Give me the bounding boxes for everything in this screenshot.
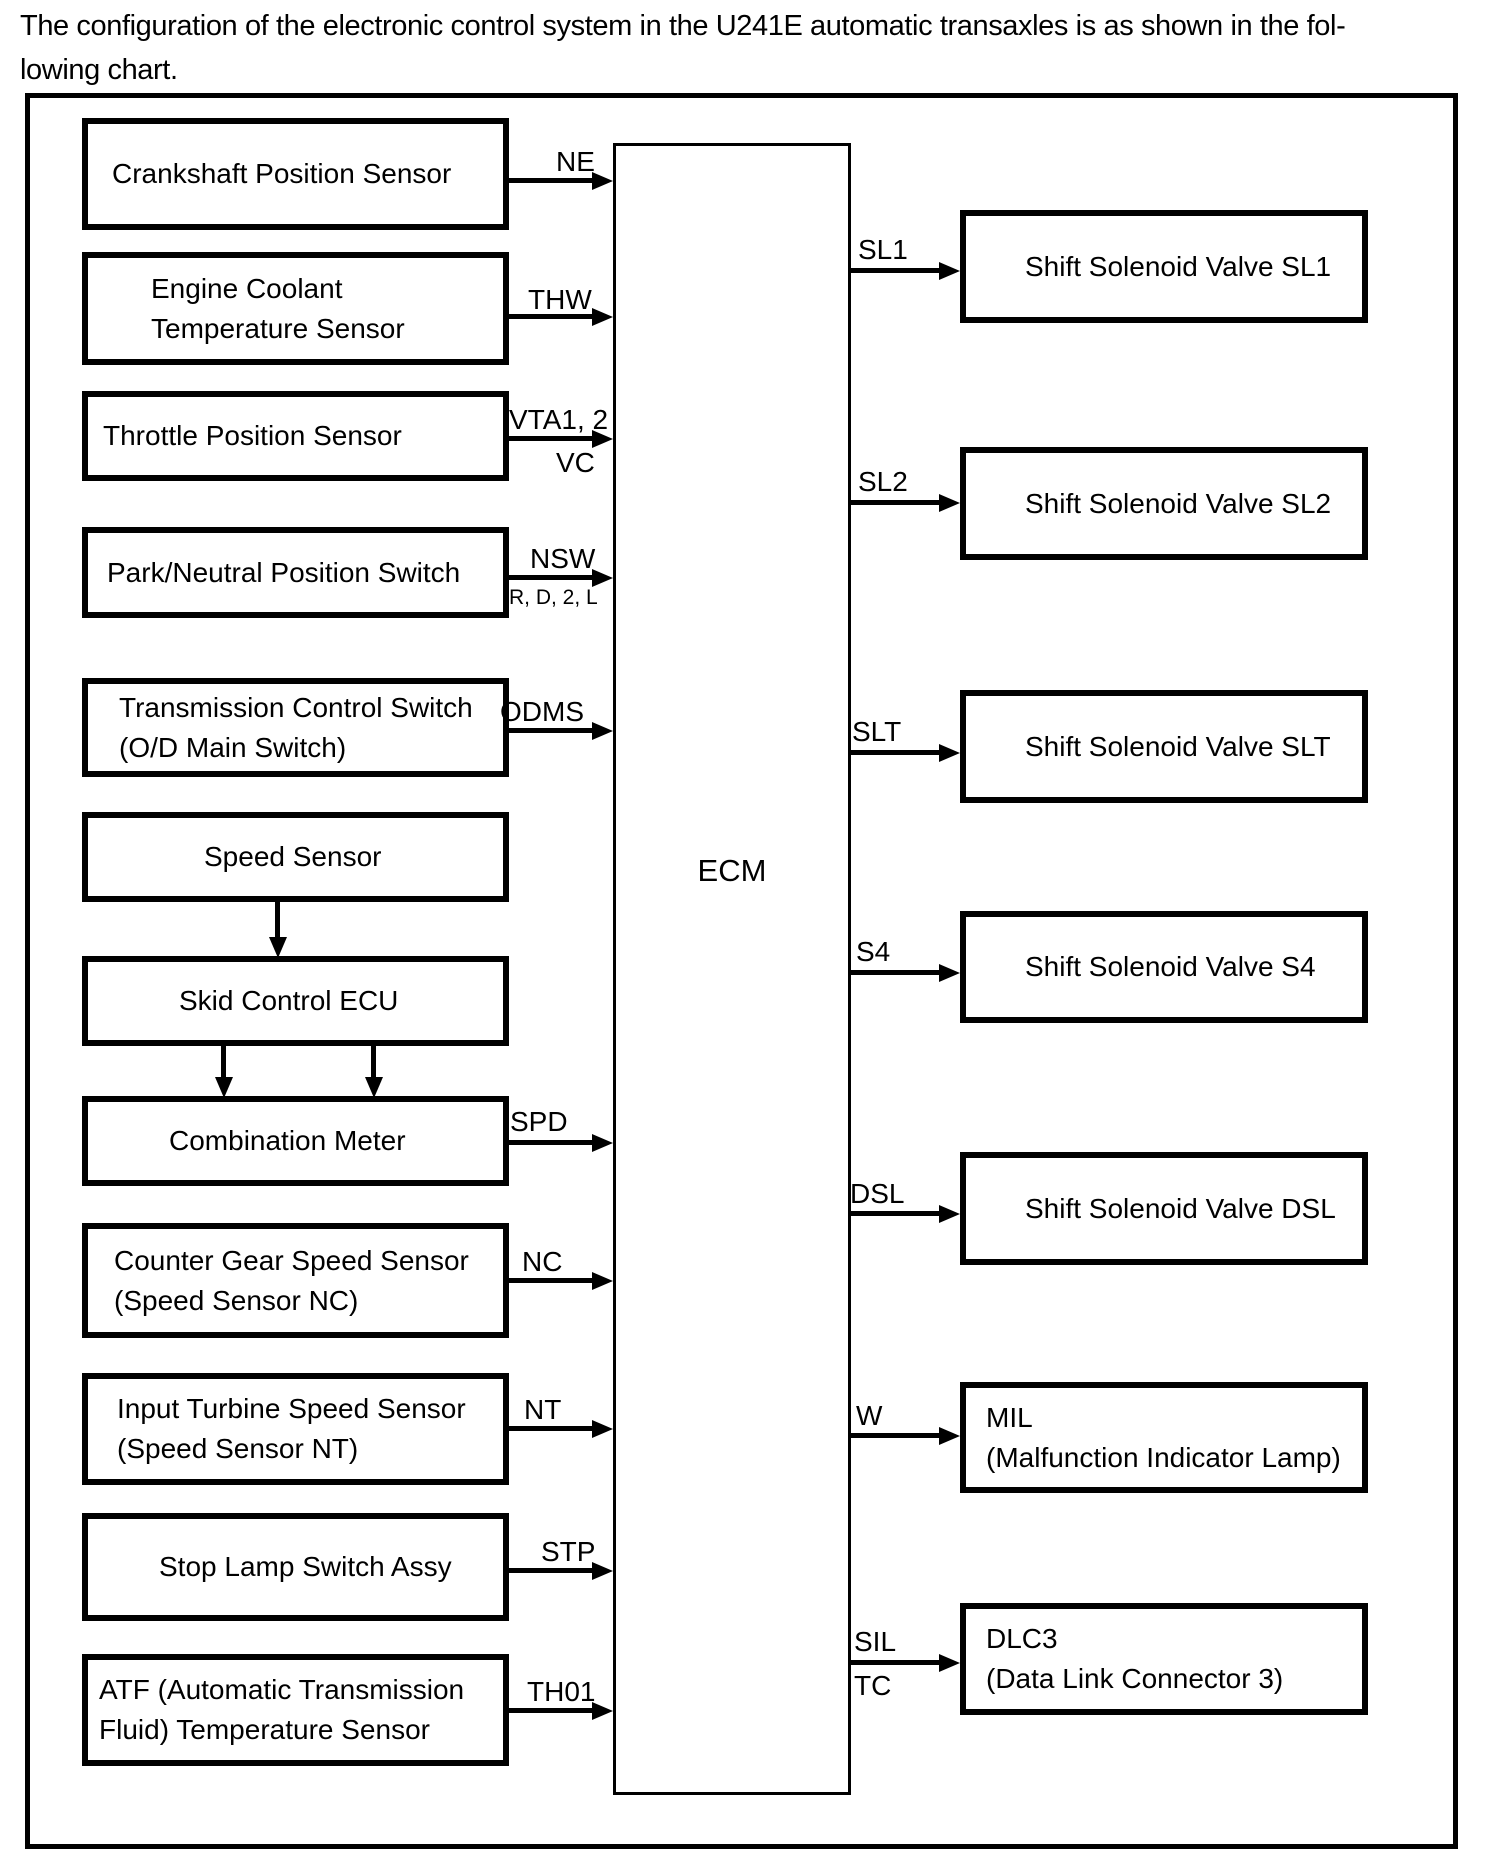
arrow-nt: [509, 1426, 592, 1431]
arrow-ne: [509, 178, 592, 183]
signal-label-slt: SLT: [852, 716, 902, 747]
page-description: The configuration of the electronic cont…: [20, 10, 1346, 86]
signal-label-sl2: SL2: [858, 466, 908, 497]
arrow-odms: [509, 728, 592, 733]
arrow-stp: [509, 1568, 592, 1573]
arrow-speed-sensor-to-skid-control-ecu: [275, 902, 280, 937]
box-label: Park/Neutral Position Switch: [107, 556, 461, 588]
box-combination-meter: Combination Meter: [82, 1096, 509, 1186]
arrow-th01: [509, 1708, 592, 1713]
signal-label-stp: STP: [541, 1536, 596, 1567]
box-shift-solenoid-valve-slt: Shift Solenoid Valve SLT: [960, 690, 1368, 803]
arrow-w: [851, 1433, 939, 1438]
box-label: Transmission Control Switch (O/D Main Sw…: [119, 691, 473, 763]
arrow-vta: [509, 436, 592, 441]
box-label: Shift Solenoid Valve DSL: [1025, 1192, 1336, 1224]
box-input-turbine-speed-sensor: Input Turbine Speed Sensor (Speed Sensor…: [82, 1373, 509, 1485]
box-stop-lamp-switch-assy: Stop Lamp Switch Assy: [82, 1513, 509, 1621]
signal-label-th01: TH01: [527, 1676, 596, 1707]
box-label: Shift Solenoid Valve S4: [1025, 951, 1316, 982]
arrow-slt: [851, 750, 939, 755]
box-label: Input Turbine Speed Sensor (Speed Sensor…: [117, 1393, 466, 1464]
arrow-sl2: [851, 500, 939, 505]
signal-label-dsl: DSL: [850, 1178, 905, 1209]
box-label: Throttle Position Sensor: [103, 420, 402, 451]
signal-label-spd: SPD: [510, 1106, 568, 1137]
box-transmission-control-switch: Transmission Control Switch (O/D Main Sw…: [82, 678, 509, 777]
box-shift-solenoid-valve-s4: Shift Solenoid Valve S4: [960, 911, 1368, 1023]
box-label: Shift Solenoid Valve SLT: [1025, 730, 1331, 762]
box-skid-control-ecu: Skid Control ECU: [82, 956, 509, 1046]
signal-label-ne: NE: [556, 146, 595, 177]
signal-label-thw: THW: [528, 284, 592, 315]
box-atf-temperature-sensor: ATF (Automatic Transmission Fluid) Tempe…: [82, 1654, 509, 1766]
signal-label-sl1: SL1: [858, 234, 908, 265]
box-label: Combination Meter: [169, 1125, 406, 1156]
box-label: Engine Coolant Temperature Sensor: [151, 272, 405, 344]
ecm-label: ECM: [697, 853, 767, 888]
box-label: Crankshaft Position Sensor: [112, 158, 452, 189]
arrow-dsl: [851, 1211, 939, 1216]
box-label: ATF (Automatic Transmission Fluid) Tempe…: [99, 1674, 465, 1745]
arrow-thw: [509, 314, 592, 319]
arrow-nc: [509, 1278, 592, 1283]
signal-label-vta12: VTA1, 2: [509, 404, 609, 435]
signal-label-s4: S4: [856, 936, 891, 967]
signal-label-nc: NC: [522, 1246, 563, 1277]
arrow-sil: [851, 1660, 939, 1665]
arrow-s4: [851, 970, 939, 975]
arrow-spd: [509, 1140, 592, 1145]
box-park-neutral-position-switch: Park/Neutral Position Switch: [82, 527, 509, 618]
signal-label-vc: VC: [556, 447, 595, 478]
box-engine-coolant-temperature-sensor: Engine Coolant Temperature Sensor: [82, 252, 509, 365]
signal-label-odms: ODMS: [500, 696, 584, 727]
signal-label-nsw: NSW: [530, 543, 596, 574]
box-throttle-position-sensor: Throttle Position Sensor: [82, 391, 509, 481]
signal-label-sil: SIL: [854, 1626, 897, 1657]
box-shift-solenoid-valve-dsl: Shift Solenoid Valve DSL: [960, 1152, 1368, 1265]
signal-label-w: W: [856, 1400, 883, 1431]
arrow-nsw: [509, 575, 592, 580]
box-label: Shift Solenoid Valve SL1: [1025, 250, 1332, 282]
box-mil: MIL (Malfunction Indicator Lamp): [960, 1382, 1368, 1493]
box-label: DLC3 (Data Link Connector 3): [986, 1623, 1284, 1694]
box-label: Skid Control ECU: [179, 985, 399, 1016]
arrow-skid-control-ecu-to-combination-meter-right: [371, 1046, 376, 1077]
arrow-sl1: [851, 268, 939, 273]
box-label: Stop Lamp Switch Assy: [159, 1551, 452, 1582]
box-label: MIL (Malfunction Indicator Lamp): [986, 1401, 1341, 1473]
arrow-skid-control-ecu-to-combination-meter-left: [221, 1046, 226, 1077]
box-label: Counter Gear Speed Sensor (Speed Sensor …: [114, 1244, 469, 1316]
box-ecm: [613, 143, 851, 1795]
signal-label-tc: TC: [854, 1670, 892, 1701]
box-label: Speed Sensor: [204, 841, 382, 872]
box-crankshaft-position-sensor: Crankshaft Position Sensor: [82, 118, 509, 230]
box-label: Shift Solenoid Valve SL2: [1025, 487, 1332, 519]
box-speed-sensor: Speed Sensor: [82, 812, 509, 902]
signal-label-nt: NT: [524, 1394, 562, 1425]
signal-label-rd2l: R, D, 2, L: [509, 586, 598, 609]
box-shift-solenoid-valve-sl1: Shift Solenoid Valve SL1: [960, 210, 1368, 323]
diagram-frame: [25, 93, 1458, 1849]
box-counter-gear-speed-sensor: Counter Gear Speed Sensor (Speed Sensor …: [82, 1223, 509, 1338]
box-shift-solenoid-valve-sl2: Shift Solenoid Valve SL2: [960, 447, 1368, 560]
box-dlc3: DLC3 (Data Link Connector 3): [960, 1603, 1368, 1715]
